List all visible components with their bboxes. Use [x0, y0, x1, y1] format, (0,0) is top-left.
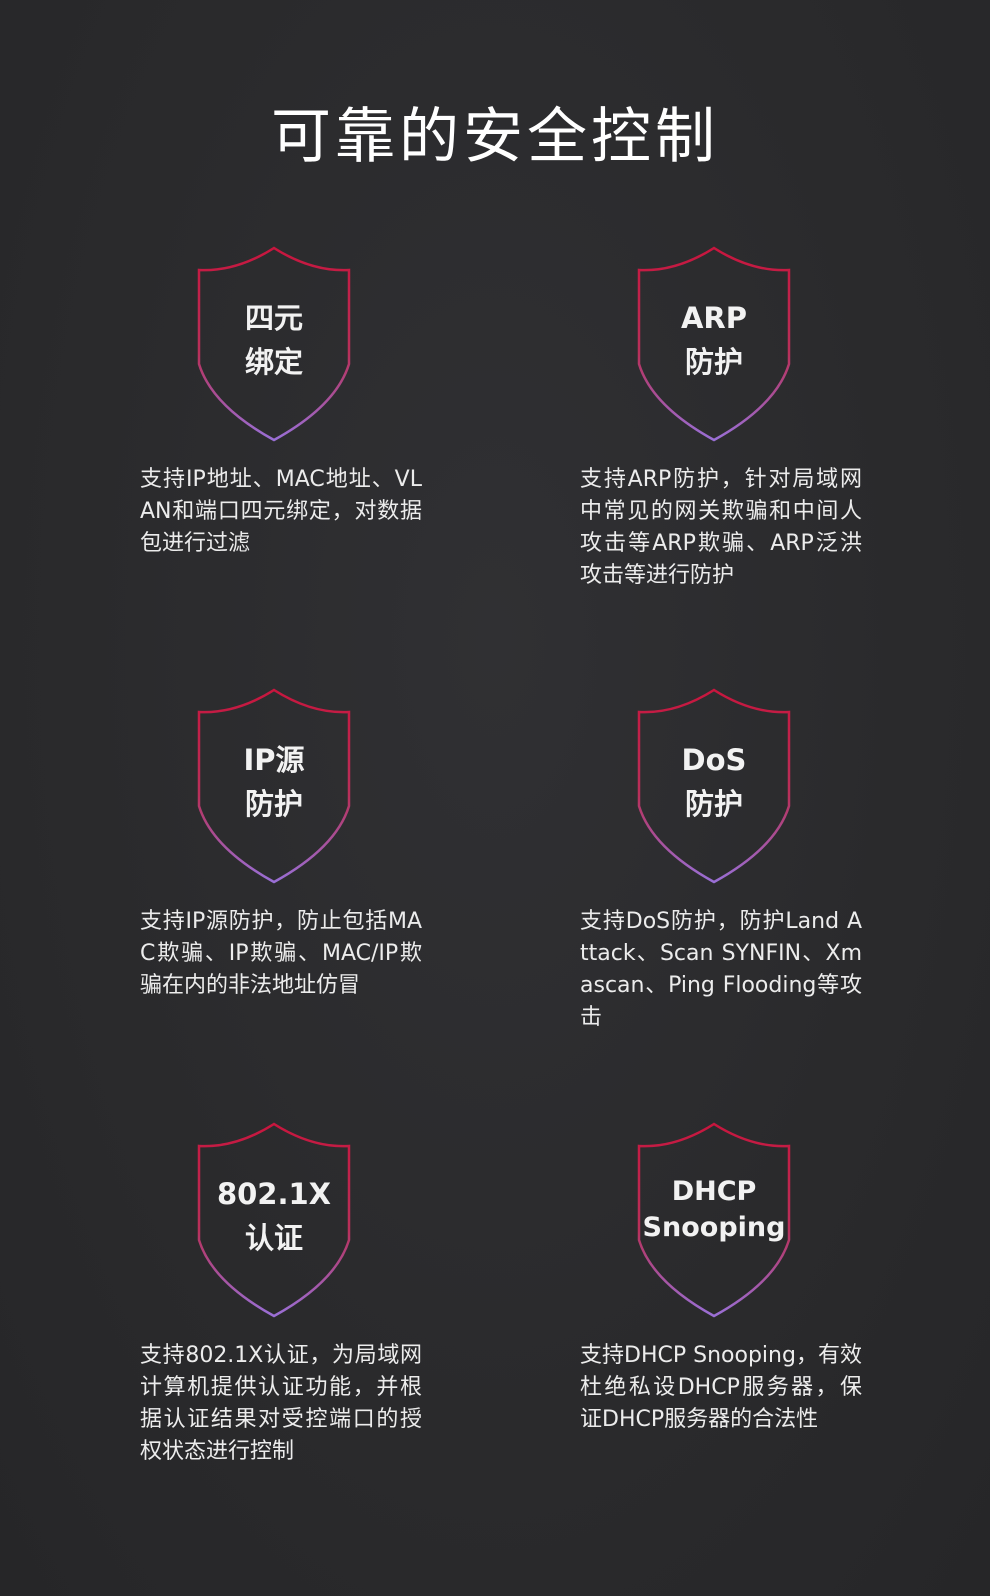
shield-icon: 四元 绑定	[196, 246, 352, 442]
shield-label-line1: IP源	[243, 743, 305, 777]
shield-label-line2: Snooping	[642, 1212, 786, 1243]
shield-icon: DHCP Snooping	[636, 1122, 792, 1318]
shield-outline	[637, 1122, 791, 1318]
shield-label-line1: DHCP	[671, 1176, 757, 1207]
shield-label-line2: 防护	[244, 787, 303, 821]
feature-description: 支持ARP防护，针对局域网中常见的网关欺骗和中间人攻击等ARP欺骗、ARP泛洪攻…	[580, 467, 862, 588]
shield-icon: DoS 防护	[636, 688, 792, 884]
shield-label: 四元 绑定	[196, 296, 352, 384]
shield-outline	[637, 246, 791, 442]
shield-label: DoS 防护	[636, 738, 792, 826]
feature-description: 支持DoS防护，防护Land Attack、Scan SYNFIN、Xmasca…	[580, 909, 862, 1030]
shield-label-line2: 防护	[684, 345, 743, 379]
shield-icon: 802.1X 认证	[196, 1122, 352, 1318]
shield-label: 802.1X 认证	[196, 1172, 352, 1260]
shield-icon: ARP 防护	[636, 246, 792, 442]
feature-description: 支持802.1X认证，为局域网计算机提供认证功能，并根据认证结果对受控端口的授权…	[140, 1343, 422, 1464]
shield-outline	[637, 688, 791, 884]
shield-label: IP源 防护	[196, 738, 352, 826]
page-title: 可靠的安全控制	[271, 102, 719, 172]
feature-description: 支持IP源防护，防止包括MAC欺骗、IP欺骗、MAC/IP欺骗在内的非法地址仿冒	[140, 909, 422, 998]
shield-outline	[197, 246, 351, 442]
shield-label-line1: DoS	[681, 743, 747, 777]
shield-label-line1: 802.1X	[216, 1177, 332, 1211]
shield-outline	[197, 1122, 351, 1318]
shield-label: DHCP Snooping	[636, 1174, 792, 1246]
feature-description: 支持IP地址、MAC地址、VLAN和端口四元绑定，对数据包进行过滤	[140, 467, 422, 556]
shield-label-line2: 认证	[244, 1221, 303, 1255]
shield-label-line1: 四元	[244, 301, 303, 335]
shield-outline	[197, 688, 351, 884]
shield-icon: IP源 防护	[196, 688, 352, 884]
shield-label-line2: 绑定	[244, 345, 303, 379]
shield-label: ARP 防护	[636, 296, 792, 384]
shield-label-line2: 防护	[684, 787, 743, 821]
shield-label-line1: ARP	[680, 301, 748, 335]
feature-description: 支持DHCP Snooping，有效杜绝私设DHCP服务器，保证DHCP服务器的…	[580, 1343, 862, 1432]
